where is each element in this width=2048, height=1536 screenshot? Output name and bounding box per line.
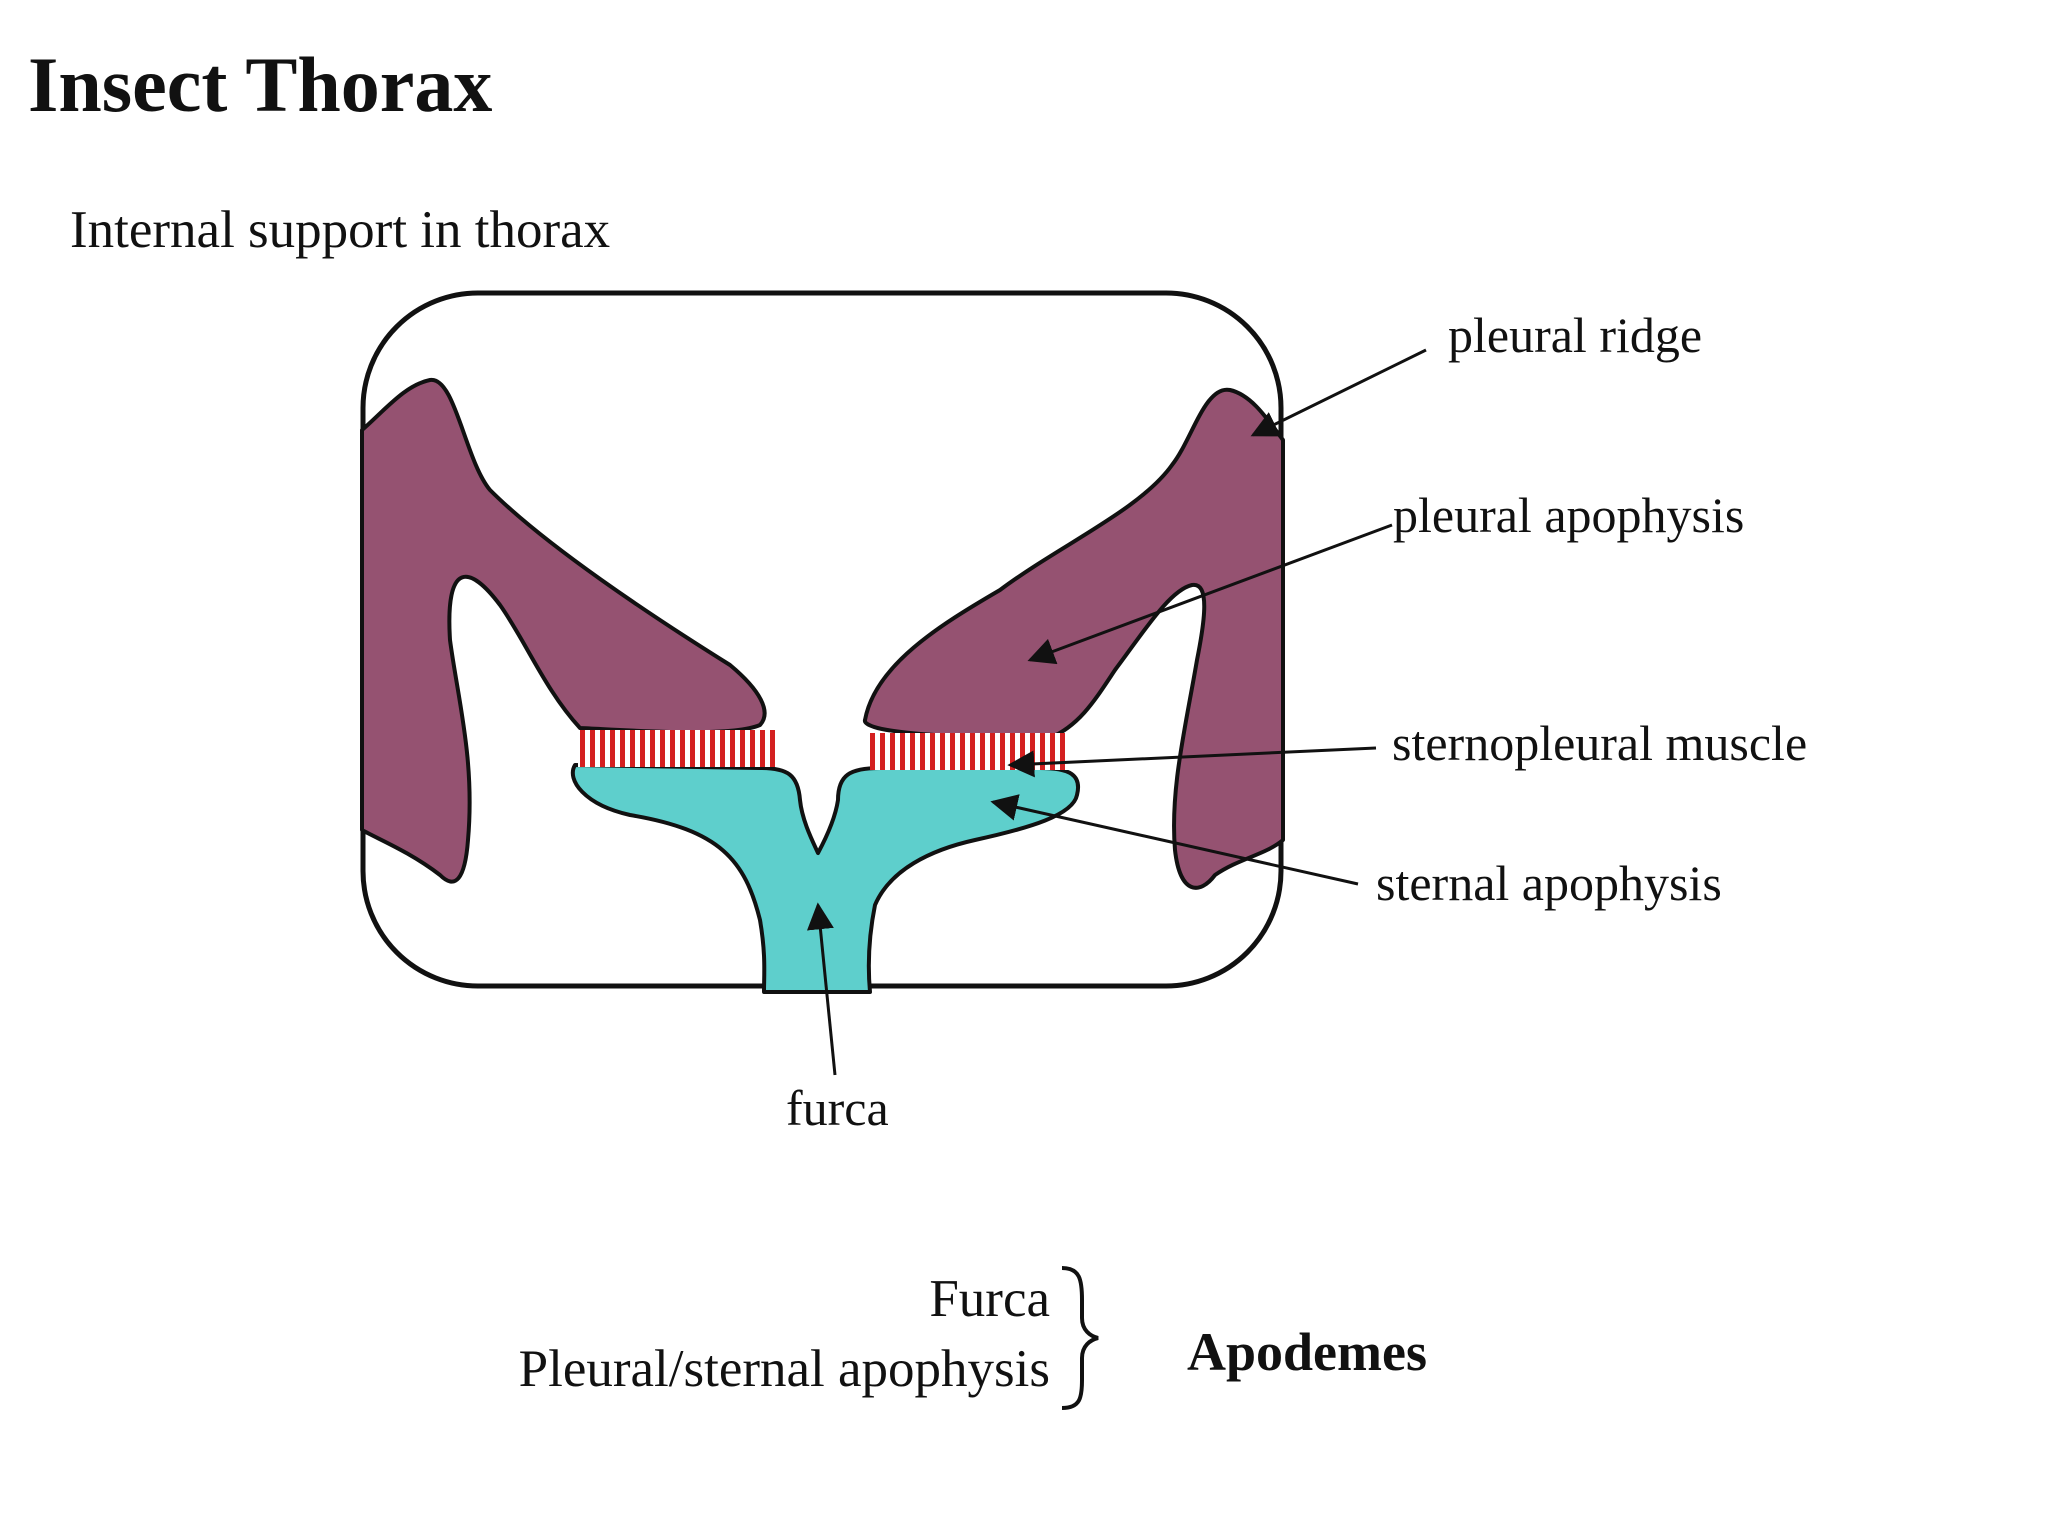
furca-pointer — [806, 902, 837, 1076]
label-sternal-apophysis: sternal apophysis — [1376, 855, 1722, 911]
sternopleural-muscle-pointer — [1007, 746, 1377, 778]
legend-furca: Furca — [929, 1270, 1050, 1328]
curly-brace — [1061, 1266, 1099, 1410]
page-subtitle: Internal support in thorax — [70, 201, 611, 259]
label-pleural-apophysis: pleural apophysis — [1393, 487, 1744, 543]
page-title: Insect Thorax — [28, 41, 493, 128]
label-pleural-ridge: pleural ridge — [1448, 307, 1702, 363]
label-sternopleural-muscle: sternopleural muscle — [1392, 715, 1807, 771]
left-sternopleural-muscle — [578, 730, 778, 767]
sternal-apophysis-furca — [570, 763, 1081, 994]
legend-apodemes: Apodemes — [1187, 1322, 1427, 1382]
pleural-apophysis-pointer — [1027, 523, 1393, 665]
label-furca: furca — [786, 1080, 889, 1136]
sternal-apophysis-pointer — [990, 794, 1359, 886]
left-pleural-apophysis — [360, 377, 767, 884]
legend-apophysis: Pleural/sternal apophysis — [519, 1340, 1050, 1398]
pleural-ridge-pointer — [1250, 348, 1427, 437]
